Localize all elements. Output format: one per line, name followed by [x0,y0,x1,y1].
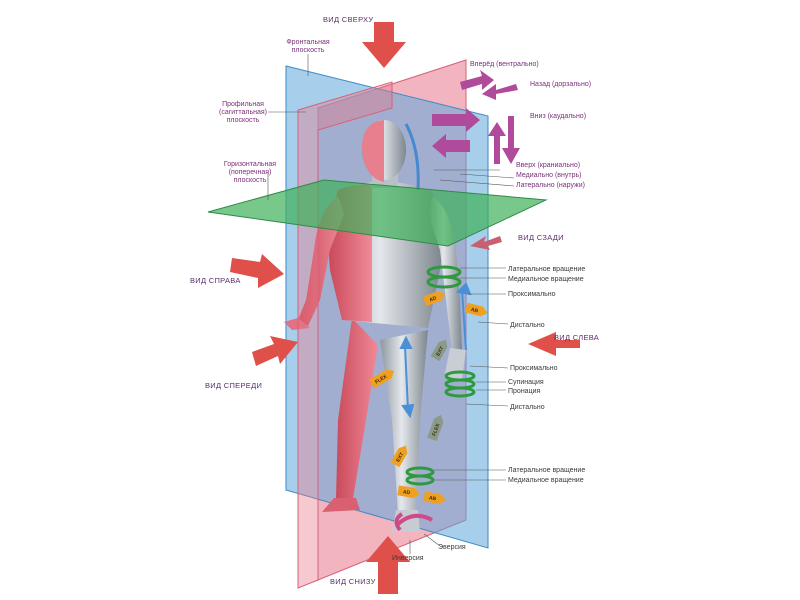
arrow-view-bottom [366,536,410,594]
label-sagittal-plane-1: Профильная [222,101,264,108]
label-horizontal-plane-3: плоскость [234,177,267,184]
direction-arrows [432,70,520,164]
arrow-up [488,122,506,164]
tag-flex-leg-text: FLEX [431,422,441,437]
label-forward: Вперёд (вентрально) [470,61,539,68]
label-up: Вверх (краниально) [516,162,580,169]
tag-flex-arm-text: FLEX [374,374,389,386]
label-lateral: Латерально (наружи) [516,182,585,189]
tag-ad-arm: AD [422,291,446,307]
rotation-rings [405,265,476,486]
label-sagittal-plane-2: (сагиттальная) [219,109,267,116]
label-view-bottom: ВИД СНИЗУ [330,577,376,586]
arrow-view-back [470,236,502,250]
tag-ad-leg: AD [397,485,420,498]
label-horizontal-plane-2: (поперечная) [229,169,272,176]
arrow-forward [460,70,494,90]
sagittal-plane-front [297,81,393,589]
tag-ext-arm-text: EXT [435,346,445,357]
movement-tags: AD AB EXT FLEX FLEX EXT AD AB [369,291,488,504]
label-proximal-1: Проксимально [508,291,556,298]
label-sagittal-plane-3: плоскость [227,117,260,124]
label-down: Вниз (каудально) [530,113,586,120]
arrow-view-front [252,336,298,366]
label-view-left: ВИД СЛЕВА [554,333,599,342]
tag-ext-leg: EXT [390,445,408,468]
horizontal-plane [207,179,548,247]
label-medial: Медиально (внутрь) [516,172,581,179]
label-view-back: ВИД СЗАДИ [518,233,564,242]
tag-ad-arm-text: AD [429,295,438,303]
arrow-right-medial [432,108,480,132]
label-view-right: ВИД СПРАВА [190,276,241,285]
tag-ab-arm: AB [465,302,488,317]
view-arrows [230,22,580,594]
label-lateral-rotation-2: Латеральное вращение [508,467,585,474]
arrow-view-top [362,22,406,68]
tag-flex-leg: FLEX [427,414,444,441]
arrow-backward [482,84,518,100]
label-pronation: Пронация [508,388,540,395]
tag-ext-leg-text: EXT [395,452,405,463]
tag-flex-arm: FLEX [369,369,395,389]
label-distal-2: Дистально [510,404,545,411]
arrow-left-lateral [432,134,470,158]
label-view-top: ВИД СВЕРХУ [323,15,373,24]
limb-axis-arrows [399,282,472,419]
arrow-down [502,116,520,164]
label-eversion: Эверсия [438,544,466,551]
arrow-view-left [528,332,580,356]
label-supination: Супинация [508,379,544,386]
label-frontal-plane-1: Фронтальная [286,39,329,46]
label-distal-1: Дистально [510,322,545,329]
tag-ad-leg-text: AD [402,489,411,496]
label-proximal-2: Проксимально [510,365,558,372]
arrow-view-right [230,254,284,288]
label-medial-rotation-1: Медиальное вращение [508,276,584,283]
label-medial-rotation-2: Медиальное вращение [508,477,584,484]
tag-ab-arm-text: AB [470,307,479,315]
label-view-front: ВИД СПЕРЕДИ [205,381,262,390]
label-frontal-plane-2: плоскость [292,47,325,54]
foot-rotation-ring [396,513,433,526]
tag-ext-arm: EXT [430,339,448,362]
tag-ab-leg-text: AB [428,495,437,502]
label-inversion: Инверсия [392,555,424,562]
label-horizontal-plane-1: Горизонтальная [224,161,276,168]
label-lateral-rotation-1: Латеральное вращение [508,266,585,273]
leader-lines [267,54,515,554]
tag-ab-leg: AB [423,491,446,504]
label-backward: Назад (дорзально) [530,81,591,88]
